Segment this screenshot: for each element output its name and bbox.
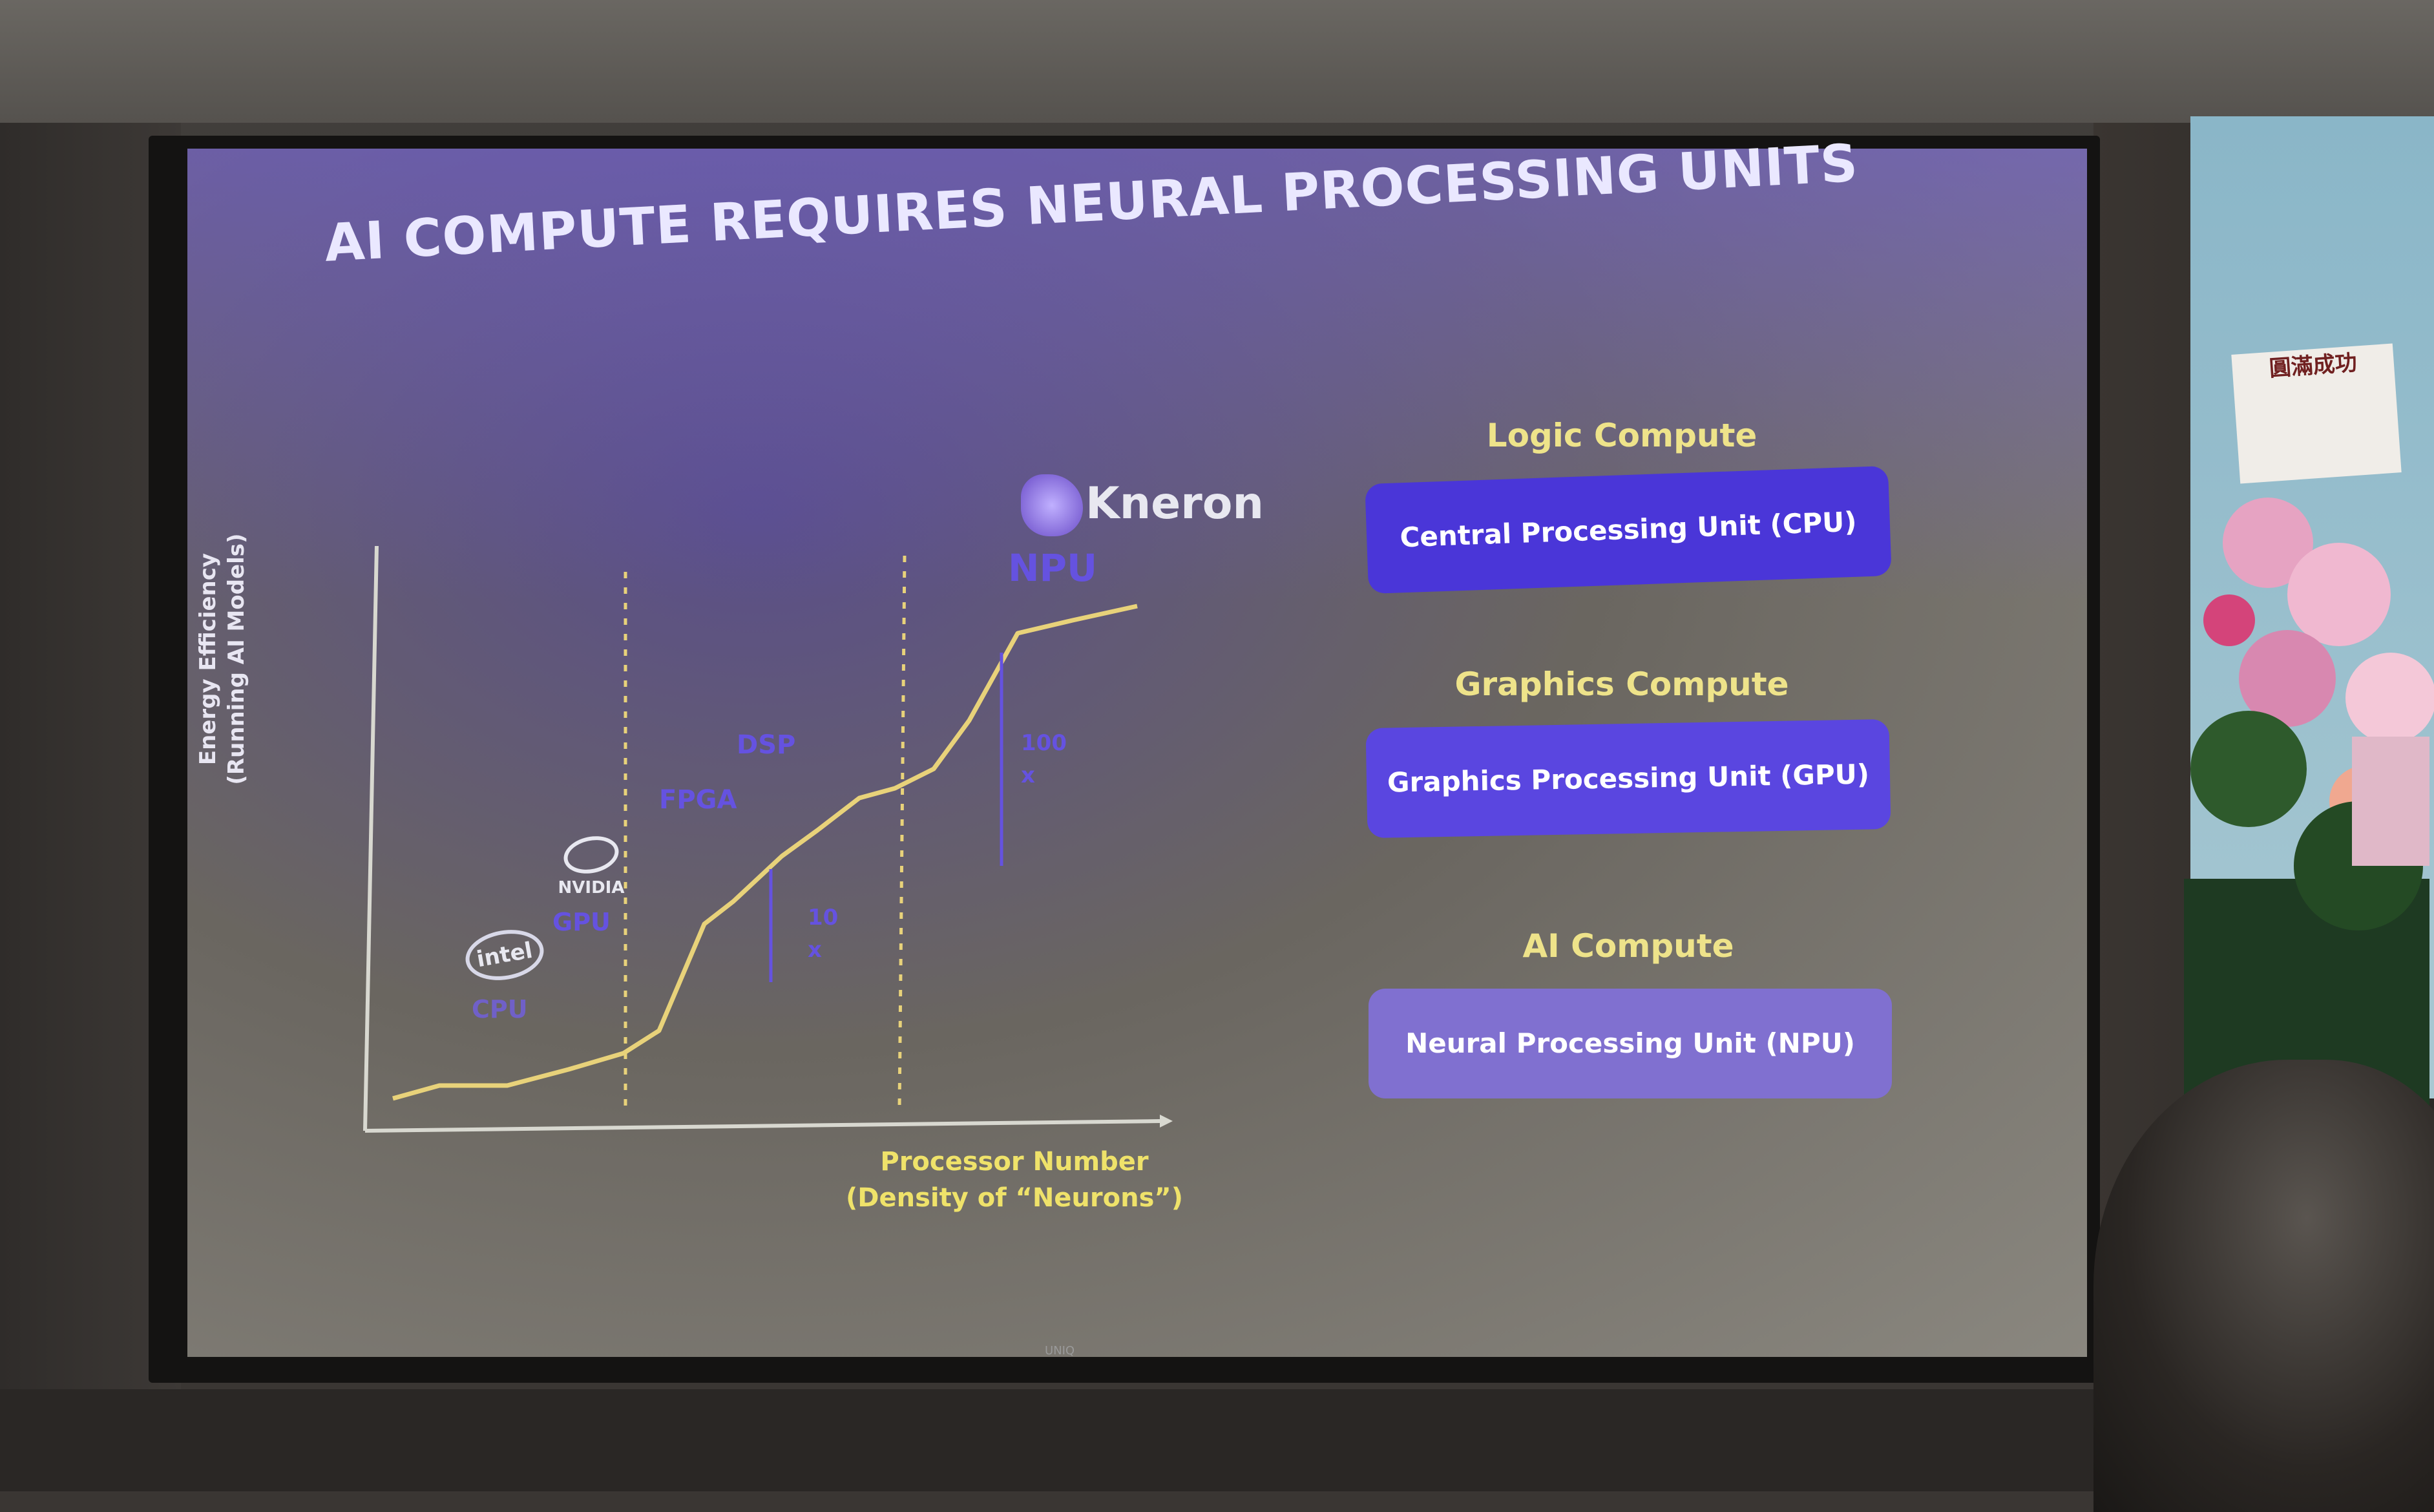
floor	[0, 1389, 2434, 1491]
lily-flower-2	[2287, 543, 2391, 646]
y-axis-title-line-1: Energy Efficiency	[195, 552, 221, 766]
congratulation-sign: 圓滿成功	[2231, 343, 2402, 484]
y-axis-line	[363, 545, 379, 1131]
divider-dsp-npu	[897, 555, 907, 1109]
label-gain-10x: 10 x	[808, 905, 839, 963]
leaf-cluster-1	[2190, 711, 2307, 827]
x-axis-title-line-1: Processor Number	[880, 1147, 1149, 1177]
label-gain-100x: 100 x	[1021, 730, 1067, 788]
screen-brand-label: UNIQ	[1044, 1344, 1075, 1358]
cpu-box: Central Processing Unit (CPU)	[1365, 465, 1892, 594]
flower-arrangement	[2184, 498, 2434, 1111]
x-axis-title: Processor Number (Density of “Neurons”)	[840, 1144, 1189, 1215]
lily-flower-4	[2345, 653, 2434, 743]
ribbon	[2352, 737, 2429, 866]
y-axis-title-line-2: (Running AI Models)	[224, 533, 249, 785]
efficiency-curve	[392, 604, 1138, 1101]
section-title-graphics: Graphics Compute	[1454, 666, 1789, 703]
label-npu: NPU	[1008, 546, 1098, 590]
npu-box: Neural Processing Unit (NPU)	[1369, 989, 1892, 1098]
audience-head	[2093, 1060, 2434, 1512]
nvidia-wordmark: NVIDIA	[558, 878, 625, 898]
ceiling-beam	[0, 0, 2434, 123]
nvidia-logo: NVIDIA	[549, 831, 633, 908]
section-title-ai: AI Compute	[1522, 927, 1734, 965]
kneron-logo: Kneron	[1021, 465, 1264, 536]
lily-flower-1	[2223, 498, 2313, 588]
kneron-mark-icon	[1021, 474, 1083, 536]
x-axis-line	[364, 1119, 1160, 1133]
nvidia-eye-icon	[560, 831, 622, 879]
label-cpu: CPU	[472, 995, 528, 1024]
label-dsp: DSP	[737, 730, 796, 760]
label-gpu: GPU	[552, 908, 611, 936]
lily-flower-3	[2239, 630, 2336, 727]
kneron-wordmark: Kneron	[1086, 478, 1264, 529]
gpu-box: Graphics Processing Unit (GPU)	[1365, 719, 1891, 839]
x-axis-arrow	[1160, 1115, 1173, 1128]
label-fpga: FPGA	[659, 785, 737, 815]
x-axis-title-line-2: (Density of “Neurons”)	[846, 1183, 1183, 1213]
section-title-logic: Logic Compute	[1486, 417, 1757, 454]
rose-flower-1	[2203, 594, 2255, 646]
y-axis-title: Energy Efficiency (Running AI Models)	[194, 478, 258, 840]
